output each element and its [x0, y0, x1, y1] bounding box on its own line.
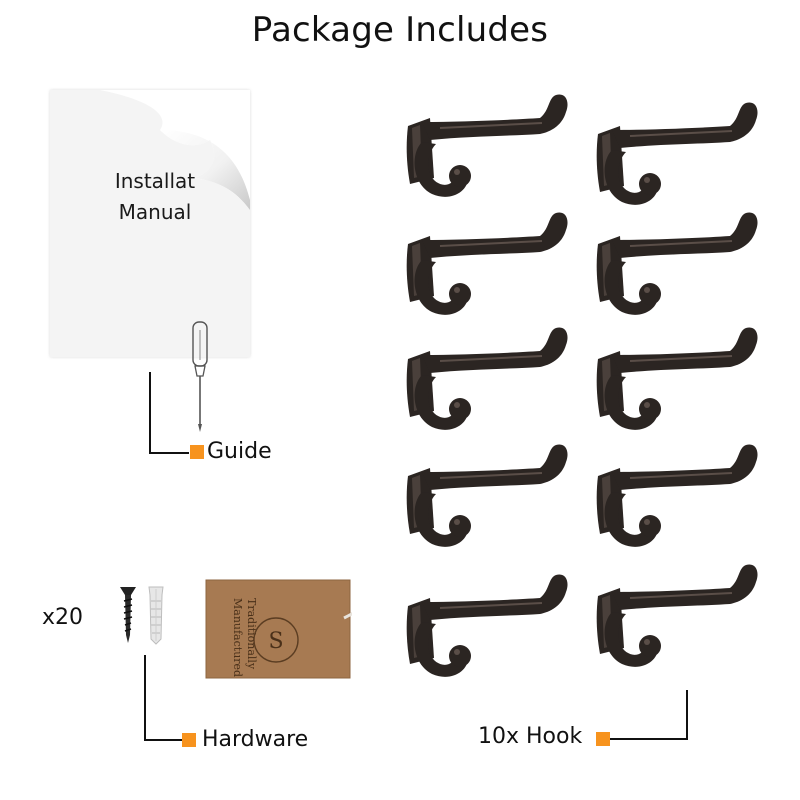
hook-10: [595, 563, 759, 668]
tag-text-line-1: Traditionally: [244, 598, 258, 669]
screwdriver-icon: [192, 321, 208, 432]
wall-anchor-icon: [148, 586, 164, 645]
hook-6: [595, 326, 759, 431]
svg-text:S: S: [268, 629, 283, 654]
hardware-label: Hardware: [202, 727, 309, 752]
hook-2: [595, 101, 759, 206]
manual-title: Installat Manual: [90, 166, 220, 228]
hook-4: [595, 211, 759, 316]
hook-5: [405, 326, 569, 431]
screw-icon: [120, 587, 136, 643]
tag-text-line-2: Manufactured: [230, 598, 244, 677]
hook-9: [405, 573, 569, 678]
page-title: Package Includes: [251, 10, 549, 50]
guide-label: Guide: [207, 439, 272, 464]
page-curl: [100, 90, 250, 210]
hardware-quantity: x20: [42, 605, 84, 630]
hook-count-label: 10x Hook: [478, 724, 583, 749]
tag-text: Traditionally Manufactured: [174, 598, 258, 677]
hook-bullet: [596, 732, 610, 746]
brand-tag: S: [205, 579, 352, 679]
manual-title-line-2: Manual: [118, 200, 192, 224]
hook-3: [405, 211, 569, 316]
guide-bullet: [190, 445, 204, 459]
hook-8: [595, 443, 759, 548]
hook-1: [405, 93, 569, 198]
hardware-bullet: [182, 733, 196, 747]
hook-7: [405, 443, 569, 548]
manual-title-line-1: Installat: [114, 169, 196, 193]
